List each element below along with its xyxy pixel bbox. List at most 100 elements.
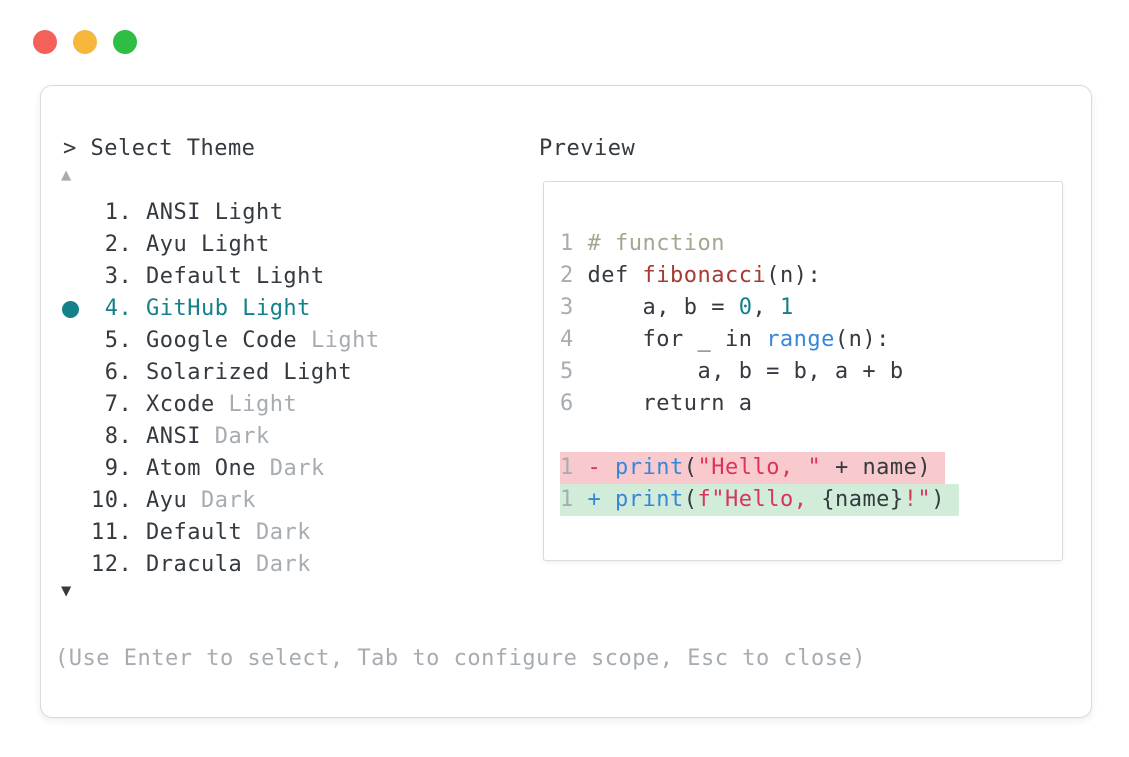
selection-marker [49, 197, 91, 229]
selection-marker [49, 549, 91, 581]
theme-list-item[interactable]: 9. Atom One Dark [41, 453, 541, 485]
theme-list-item[interactable]: 3. Default Light [41, 261, 541, 293]
scroll-up-icon[interactable]: ▲ [61, 165, 72, 185]
code-token: return a [587, 391, 753, 416]
item-name-suffix: Light [228, 392, 298, 417]
theme-list-item[interactable]: 11. Default Dark [41, 517, 541, 549]
code-line: 1 # function [560, 228, 1062, 260]
item-name: ANSI Light [145, 200, 284, 225]
theme-list-item[interactable]: 8. ANSI Dark [41, 421, 541, 453]
selection-marker [49, 389, 91, 421]
item-name-suffix: Light [310, 328, 380, 353]
item-name-suffix: Dark [255, 520, 311, 545]
item-number: 11. [91, 520, 146, 545]
code-line: 2 def fibonacci(n): [560, 260, 1062, 292]
help-text: (Use Enter to select, Tab to configure s… [55, 646, 866, 671]
theme-list-item[interactable]: 4. GitHub Light [41, 293, 541, 325]
item-number: 5. [91, 328, 146, 353]
code-line: 6 return a [560, 388, 1062, 420]
theme-picker-window: > Select Theme ▲ 1. ANSI Light 2. Ayu Li… [40, 85, 1092, 718]
code-token: def [587, 263, 643, 288]
code-token: + [587, 487, 615, 512]
item-name: Default Light [145, 264, 325, 289]
item-number: 6. [91, 360, 146, 385]
item-name: Ayu [145, 488, 201, 513]
selection-marker [49, 229, 91, 261]
code-token: a, b = b, a + b [587, 359, 904, 384]
item-name: Atom One [145, 456, 270, 481]
selection-marker [49, 261, 91, 293]
line-number: 5 [560, 359, 588, 384]
diff-line-highlight: 1 + print(f"Hello, {name}!") [560, 484, 959, 516]
line-number: 3 [560, 295, 588, 320]
code-token: fibonacci [642, 263, 767, 288]
selection-marker [49, 293, 91, 325]
scroll-down-icon[interactable]: ▼ [61, 581, 72, 601]
theme-list-item[interactable]: 12. Dracula Dark [41, 549, 541, 581]
diff-line-removed: 1 - print("Hello, " + name) [560, 452, 1062, 484]
item-number: 8. [91, 424, 146, 449]
code-token: (n): [766, 263, 822, 288]
item-number: 9. [91, 456, 146, 481]
item-name-suffix: Dark [214, 424, 270, 449]
code-token: # function [587, 231, 725, 256]
selection-marker [49, 357, 91, 389]
item-name: Xcode [145, 392, 229, 417]
selection-marker [49, 485, 91, 517]
item-number: 12. [91, 552, 146, 577]
minimize-button-icon[interactable] [73, 30, 97, 54]
selection-marker [49, 421, 91, 453]
line-number: 1 [560, 487, 588, 512]
code-token: - [587, 455, 615, 480]
theme-list-item[interactable]: 7. Xcode Light [41, 389, 541, 421]
code-token: 0 [738, 295, 753, 320]
code-token: {name} [821, 487, 904, 512]
code-token: print [615, 487, 684, 512]
select-theme-prompt: > Select Theme [63, 136, 256, 161]
selected-dot-icon [61, 300, 79, 318]
item-name-suffix: Dark [200, 488, 256, 513]
item-name: GitHub Light [145, 296, 311, 321]
selection-marker [49, 453, 91, 485]
code-token: print [615, 455, 684, 480]
code-token: range [766, 327, 835, 352]
code-token: a, b = [587, 295, 739, 320]
window-controls [33, 30, 137, 54]
line-number: 2 [560, 263, 588, 288]
code-token: "Hello, " [697, 455, 822, 480]
code-token: , [752, 295, 780, 320]
line-number: 4 [560, 327, 588, 352]
theme-list-item[interactable]: 10. Ayu Dark [41, 485, 541, 517]
item-number: 7. [91, 392, 146, 417]
code-token: for _ in [587, 327, 767, 352]
item-name: Default [145, 520, 256, 545]
theme-list-item[interactable]: 5. Google Code Light [41, 325, 541, 357]
item-name: Dracula [145, 552, 256, 577]
selection-marker [49, 517, 91, 549]
diff-line-added: 1 + print(f"Hello, {name}!") [560, 484, 1062, 516]
line-number: 1 [560, 231, 588, 256]
code-token: f"Hello, [697, 487, 822, 512]
diff-block: 1 - print("Hello, " + name)1 + print(f"H… [560, 452, 1062, 516]
item-name-suffix: Dark [269, 456, 325, 481]
code-token: 1 [779, 295, 794, 320]
theme-list-item[interactable]: 1. ANSI Light [41, 197, 541, 229]
diff-line-highlight: 1 - print("Hello, " + name) [560, 452, 946, 484]
item-number: 10. [91, 488, 146, 513]
close-button-icon[interactable] [33, 30, 57, 54]
theme-list-item[interactable]: 6. Solarized Light [41, 357, 541, 389]
code-token: ( [683, 487, 698, 512]
line-number: 1 [560, 455, 588, 480]
item-number: 2. [91, 232, 146, 257]
item-number: 1. [91, 200, 146, 225]
code-token: !" [903, 487, 932, 512]
theme-select-panel: > Select Theme ▲ 1. ANSI Light 2. Ayu Li… [41, 133, 541, 613]
zoom-button-icon[interactable] [113, 30, 137, 54]
item-number: 3. [91, 264, 146, 289]
theme-list-item[interactable]: 2. Ayu Light [41, 229, 541, 261]
item-name: Solarized Light [145, 360, 353, 385]
item-name-suffix: Dark [255, 552, 311, 577]
code-token: ( [683, 455, 698, 480]
theme-list: 1. ANSI Light 2. Ayu Light 3. Default Li… [41, 197, 541, 581]
